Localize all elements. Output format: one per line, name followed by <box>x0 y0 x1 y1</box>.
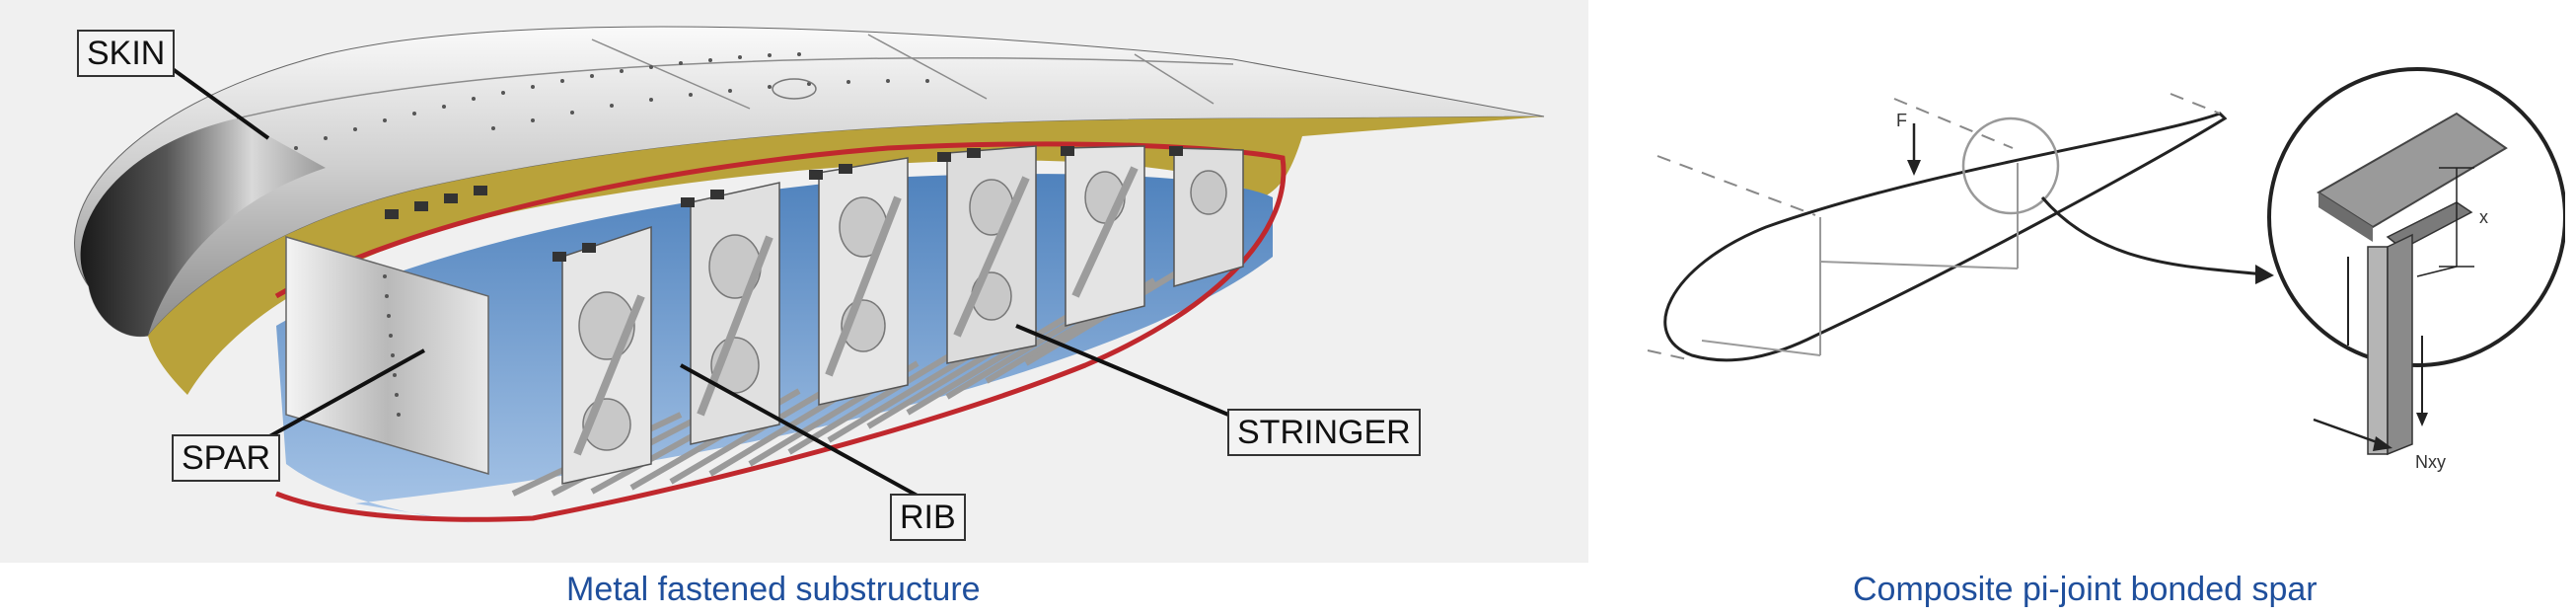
internal-spar-lines <box>1701 163 2019 356</box>
pi-joint-illustration: F x Nxy <box>1638 39 2565 533</box>
shear-flow-arrowhead <box>2373 436 2392 451</box>
detail-circle-zoom <box>2267 67 2565 367</box>
left-caption: Metal fastened substructure <box>566 571 981 608</box>
shear-flow-arrow <box>2313 418 2384 446</box>
front-spar-web <box>285 235 489 476</box>
access-panel <box>772 78 817 100</box>
offset-label: x <box>2479 207 2488 227</box>
pi-joint-section <box>2317 112 2508 456</box>
rib-callout: RIB <box>890 494 966 541</box>
zoom-arrowhead <box>2255 265 2274 284</box>
sealant-edge <box>148 116 1544 395</box>
spar-rivets <box>383 274 401 417</box>
airfoil-outline <box>1663 112 2228 362</box>
rib-stiffeners <box>573 166 1139 456</box>
stringer-callout: STRINGER <box>1227 409 1421 456</box>
force-label: F <box>1896 111 1907 130</box>
skin-callout: SKIN <box>77 30 176 77</box>
rib-clips <box>385 146 1183 262</box>
shear-flow-label: Nxy <box>2415 452 2446 472</box>
zoom-arrow <box>2040 196 2265 276</box>
leading-edge-nose <box>80 118 326 337</box>
spar-callout: SPAR <box>172 434 281 482</box>
skin-panel-seams <box>236 34 1234 119</box>
wing-cutaway-illustration: SKIN SPAR RIB STRINGER <box>0 0 1588 563</box>
skin-rivets <box>294 52 929 150</box>
span-dashed-lines <box>1647 93 2221 361</box>
wing-cutaway-drawing <box>74 26 1545 523</box>
force-arrowhead <box>1907 160 1921 176</box>
pi-joint-drawing <box>1647 67 2565 456</box>
leader-lines <box>171 67 1229 500</box>
cut-edge-outline <box>274 141 1287 522</box>
detail-circle-small <box>1961 116 2060 215</box>
right-caption: Composite pi-joint bonded spar <box>1853 571 2318 608</box>
